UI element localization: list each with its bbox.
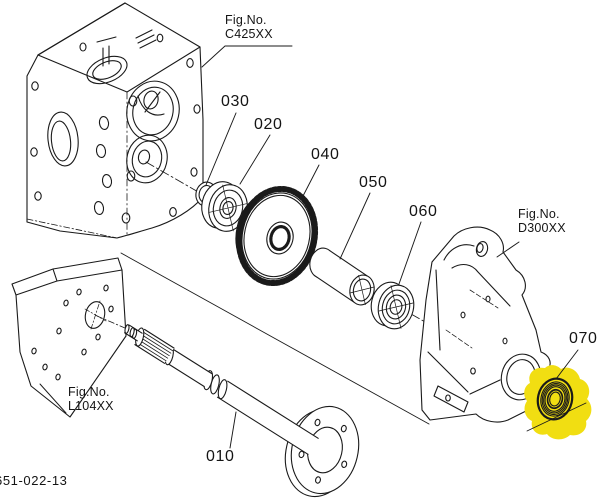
seal-070-highlight — [524, 365, 592, 440]
seal-070-drawing[interactable] — [524, 365, 592, 440]
leader-fig-d300 — [496, 241, 520, 258]
housing-drawing — [419, 226, 551, 423]
figure-ref-code: C425XX — [225, 26, 273, 41]
leader-040 — [302, 164, 320, 197]
boundary-line — [120, 252, 430, 425]
gear-040-drawing — [235, 185, 319, 287]
leader-010 — [229, 411, 237, 449]
leader-lines — [39, 45, 579, 449]
leader-fig-c425 — [201, 45, 293, 68]
callout-040[interactable]: 040 — [311, 146, 340, 163]
figure-ref-label: Fig.No. — [68, 385, 110, 399]
figure-ref-label: Fig.No. — [518, 207, 560, 221]
leader-060 — [398, 221, 422, 285]
drawing-number: 651-022-13 — [0, 473, 68, 488]
callout-020[interactable]: 020 — [254, 116, 283, 133]
callout-060[interactable]: 060 — [409, 203, 438, 220]
leader-020 — [239, 134, 271, 185]
figure-ref-code: L104XX — [68, 398, 114, 413]
bearing-020-drawing — [201, 181, 248, 232]
leader-070 — [555, 349, 579, 380]
collar-050-drawing — [309, 247, 375, 306]
shaft-010-drawing — [124, 324, 360, 498]
callout-070[interactable]: 070 — [569, 330, 598, 347]
callout-010[interactable]: 010 — [206, 448, 235, 465]
figure-ref-label: Fig.No. — [225, 13, 267, 27]
leader-050 — [339, 192, 371, 260]
leader-fig-l104 — [39, 383, 67, 414]
bearing-060-drawing — [370, 281, 415, 330]
case-drawing — [26, 2, 204, 239]
callout-030[interactable]: 030 — [221, 93, 250, 110]
figure-ref-c425xx[interactable]: Fig.No. C425XX — [225, 13, 273, 41]
figure-ref-code: D300XX — [518, 220, 566, 235]
bracket-drawing — [11, 257, 127, 418]
callout-050[interactable]: 050 — [359, 174, 388, 191]
leader-030 — [205, 112, 237, 186]
figure-ref-d300xx[interactable]: Fig.No. D300XX — [518, 207, 566, 235]
figure-ref-l104xx[interactable]: Fig.No. L104XX — [68, 385, 114, 413]
